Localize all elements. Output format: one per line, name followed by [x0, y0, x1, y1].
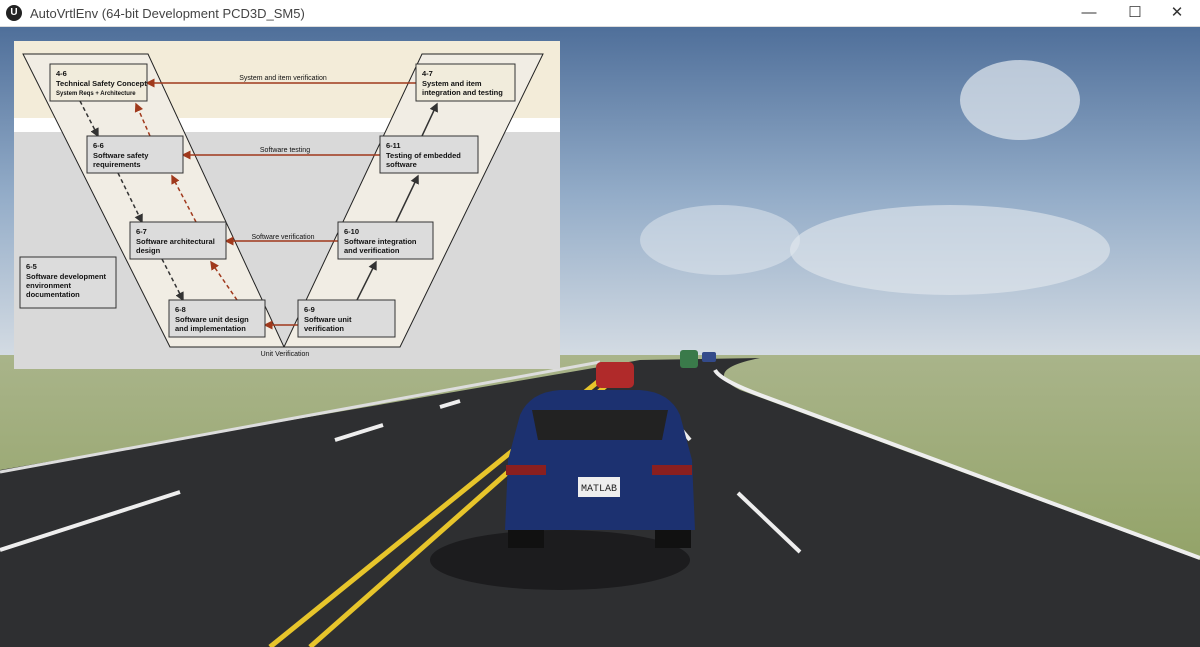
box-id-6-11: 6-11	[386, 141, 401, 150]
distant-car	[596, 362, 634, 388]
box-6-6	[86, 135, 184, 174]
arrow-label-testing: Software testing	[260, 147, 310, 154]
box-text: Software integration	[344, 237, 417, 246]
box-text: verification	[304, 324, 344, 333]
box-text: Testing of embedded	[386, 151, 461, 160]
arrow-label-verification: Software verification	[251, 234, 314, 241]
arrow-label-unit: Unit Verification	[261, 351, 310, 358]
road-edge-line	[0, 360, 601, 474]
decomposition-arrow	[117, 172, 143, 224]
traceability-arrow	[171, 174, 197, 223]
box-id-6-10: 6-10	[344, 227, 359, 236]
distant-car	[702, 352, 716, 362]
box-text: software	[386, 160, 417, 169]
box-text: documentation	[26, 290, 80, 299]
box-id-6-7: 6-7	[136, 227, 147, 236]
box-6-7	[129, 221, 227, 260]
v-right-arm	[283, 53, 544, 348]
decomposition-arrow	[161, 258, 184, 302]
box-id-6-8: 6-8	[175, 305, 186, 314]
box-6-5	[19, 256, 117, 309]
car-shadow	[430, 530, 690, 590]
maximize-button[interactable]: ☐	[1128, 4, 1142, 21]
box-text: and verification	[344, 246, 400, 255]
window-title: AutoVrtlEnv (64-bit Development PCD3D_SM…	[30, 5, 305, 21]
box-id-6-9: 6-9	[304, 305, 315, 314]
box-id-6-6: 6-6	[93, 141, 104, 150]
box-text: System Reqs + Architecture	[56, 91, 136, 97]
ego-car: MATLAB	[505, 390, 695, 548]
lane-dash	[0, 399, 802, 554]
integration-arrow	[395, 174, 419, 223]
box-text: System and item	[422, 79, 482, 88]
box-text: design	[136, 246, 161, 255]
integration-arrow	[356, 260, 377, 301]
traceability-arrow	[134, 102, 151, 137]
box-6-11	[379, 135, 479, 174]
arrow-label-system: System and item verification	[239, 75, 327, 82]
license-plate: MATLAB	[581, 484, 617, 495]
integration-arrow	[421, 102, 438, 137]
cloud	[640, 205, 800, 275]
close-button[interactable]: ✕	[1170, 4, 1184, 21]
cloud	[790, 205, 1110, 295]
traceability-arrow	[210, 260, 238, 301]
box-text: and implementation	[175, 324, 246, 333]
box-text: Technical Safety Concept	[56, 79, 147, 88]
box-6-10	[337, 221, 434, 260]
box-6-9	[297, 299, 396, 338]
box-text: Software development	[26, 272, 107, 281]
box-text: Software safety	[93, 151, 149, 160]
box-4-6	[49, 63, 148, 102]
box-id-4-7: 4-7	[422, 69, 433, 78]
driving-scene-viewport[interactable]: MATLAB	[0, 27, 1200, 647]
unreal-engine-icon: U	[6, 5, 22, 21]
cloud	[960, 60, 1080, 140]
distant-car	[680, 350, 698, 368]
road-edge-line	[713, 368, 1200, 560]
box-text: integration and testing	[422, 88, 503, 97]
box-6-8	[168, 299, 266, 338]
box-id-6-5: 6-5	[26, 262, 37, 271]
box-4-7	[415, 63, 516, 102]
title-bar: U AutoVrtlEnv (64-bit Development PCD3D_…	[0, 0, 1200, 27]
box-text: Software unit	[304, 315, 352, 324]
box-text: Software unit design	[175, 315, 249, 324]
box-text: Software architectural	[136, 237, 215, 246]
box-text: requirements	[93, 160, 141, 169]
box-id-4-6: 4-6	[56, 69, 67, 78]
box-text: environment	[26, 281, 72, 290]
minimize-button[interactable]: —	[1081, 4, 1097, 21]
